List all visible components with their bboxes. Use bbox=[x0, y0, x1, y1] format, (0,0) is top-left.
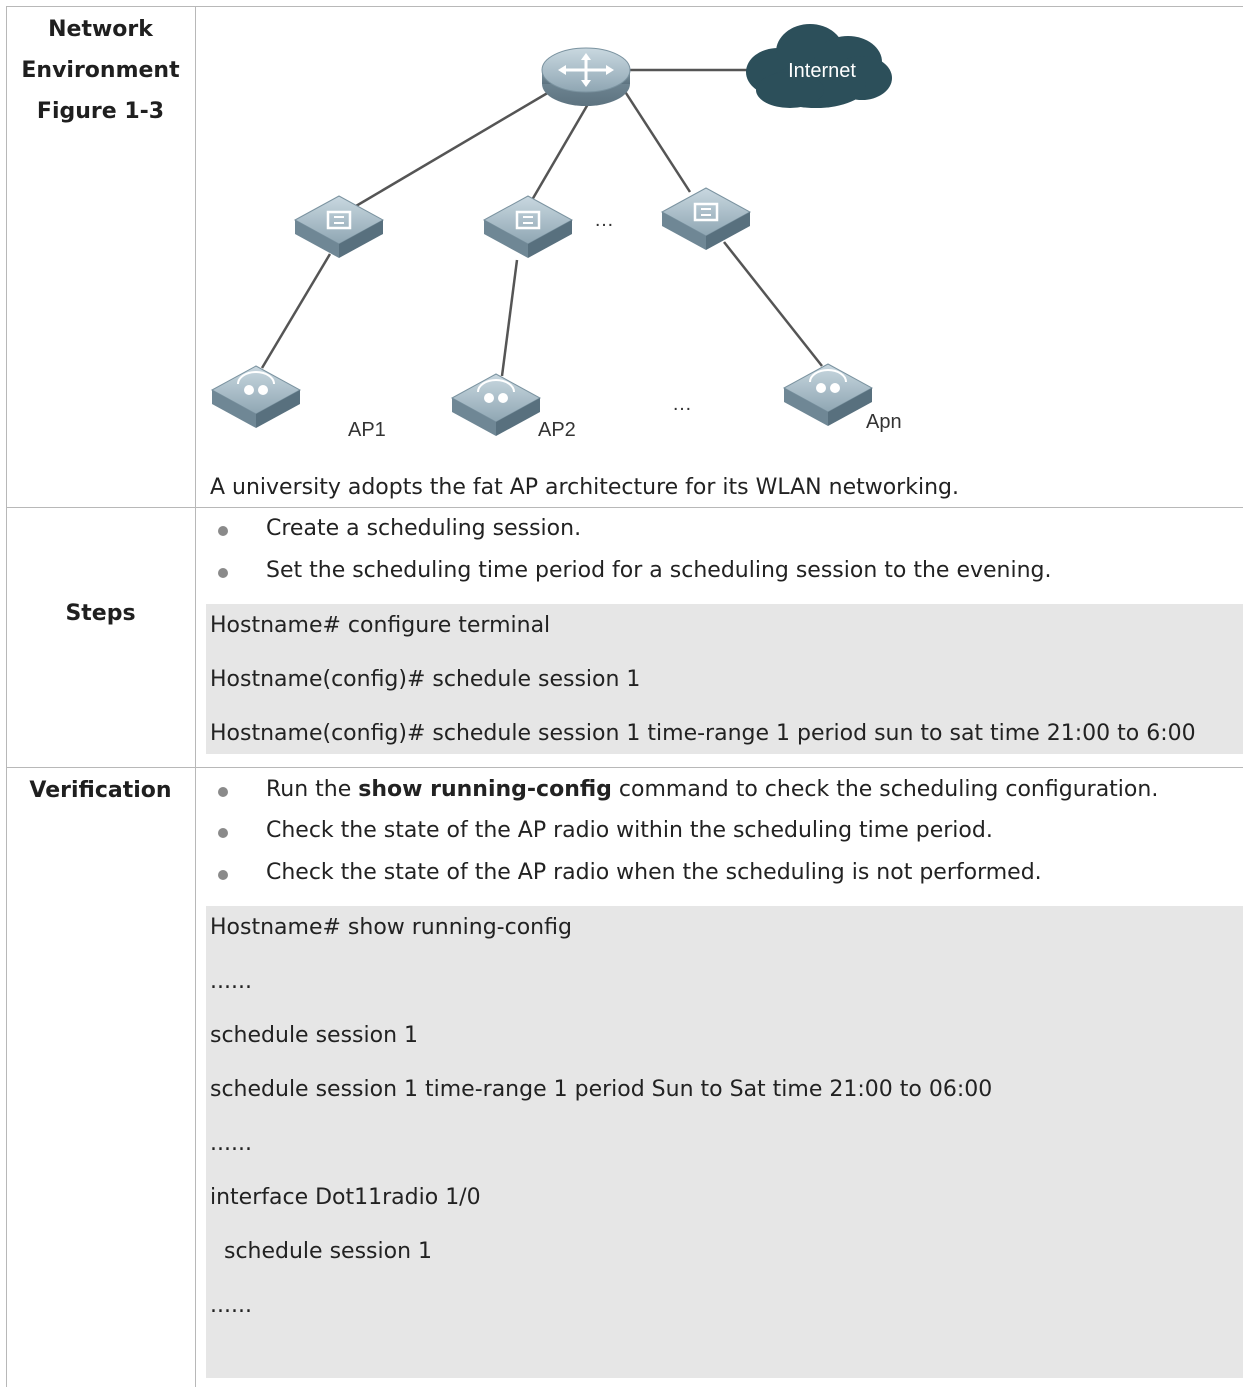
switch-icon bbox=[660, 187, 752, 250]
router-icon bbox=[541, 47, 631, 106]
code-line: ...... bbox=[210, 1131, 252, 1156]
network-topology-diagram: Internet … bbox=[210, 24, 902, 441]
label-line-environment: Environment bbox=[21, 58, 180, 83]
network-environment-label: Network Environment Figure 1-3 bbox=[6, 9, 195, 132]
link-router-switch2 bbox=[530, 103, 590, 201]
connection-lines bbox=[260, 68, 823, 377]
code-line: Hostname(config)# schedule session 1 tim… bbox=[210, 721, 1196, 746]
code-line: ...... bbox=[210, 1293, 252, 1318]
bullet-icon bbox=[218, 568, 228, 578]
ap2-label: AP2 bbox=[538, 419, 576, 441]
access-point-icon bbox=[210, 365, 302, 428]
code-line: interface Dot11radio 1/0 bbox=[210, 1185, 481, 1210]
link-switch1-ap1 bbox=[260, 253, 332, 369]
switch-icon bbox=[293, 195, 385, 258]
code-line: Hostname# show running-config bbox=[210, 915, 572, 940]
link-router-switch1 bbox=[355, 86, 557, 208]
switch-icon bbox=[482, 195, 574, 258]
code-line: schedule session 1 bbox=[210, 1239, 432, 1264]
cloud-label: Internet bbox=[788, 60, 856, 82]
steps-code-block: Hostname# configure terminal Hostname(co… bbox=[206, 604, 1243, 754]
switch-ellipsis: … bbox=[594, 209, 614, 231]
ap1-label: AP1 bbox=[348, 419, 386, 441]
verification-code-block: Hostname# show running-config ...... sch… bbox=[206, 906, 1243, 1378]
label-line-figure: Figure 1-3 bbox=[36, 99, 165, 124]
bullet-prefix: Run the bbox=[266, 777, 359, 802]
bullet-icon bbox=[218, 828, 228, 838]
code-line: schedule session 1 time-range 1 period S… bbox=[210, 1077, 993, 1102]
code-line: ...... bbox=[210, 969, 252, 994]
steps-label: Steps bbox=[65, 601, 136, 626]
label-line-network: Network bbox=[48, 17, 153, 42]
command-name: show running-config bbox=[358, 777, 612, 802]
bullet-text: Check the state of the AP radio within t… bbox=[266, 818, 993, 843]
link-router-switch3 bbox=[622, 89, 692, 193]
network-description: A university adopts the fat AP architect… bbox=[210, 475, 959, 500]
bullet-icon bbox=[218, 787, 228, 797]
link-switch3-apn bbox=[723, 241, 823, 367]
code-line: schedule session 1 bbox=[210, 1023, 419, 1048]
access-point-icon bbox=[450, 373, 542, 436]
link-switch2-ap2 bbox=[500, 259, 519, 377]
verification-label: Verification bbox=[29, 778, 172, 803]
table-left-border bbox=[6, 6, 7, 1387]
code-line: Hostname(config)# schedule session 1 bbox=[210, 667, 641, 692]
bullet-text: Set the scheduling time period for a sch… bbox=[266, 558, 1052, 583]
row-divider-verification bbox=[6, 767, 1243, 768]
table-top-border bbox=[6, 6, 1243, 7]
apn-label: Apn bbox=[866, 411, 902, 433]
column-divider bbox=[195, 6, 196, 1387]
bullet-icon bbox=[218, 870, 228, 880]
row-divider-steps bbox=[6, 507, 1243, 508]
code-line: Hostname# configure terminal bbox=[210, 613, 551, 638]
internet-cloud-icon: Internet bbox=[746, 24, 892, 108]
bullet-text: Check the state of the AP radio when the… bbox=[266, 860, 1042, 885]
bullet-text: Create a scheduling session. bbox=[266, 516, 582, 541]
access-point-icon bbox=[782, 363, 874, 426]
ap-ellipsis: … bbox=[672, 393, 692, 415]
bullet-icon bbox=[218, 526, 228, 536]
bullet-text: Run the show running-config command to c… bbox=[266, 774, 1158, 806]
bullet-suffix: command to check the scheduling configur… bbox=[611, 777, 1159, 802]
